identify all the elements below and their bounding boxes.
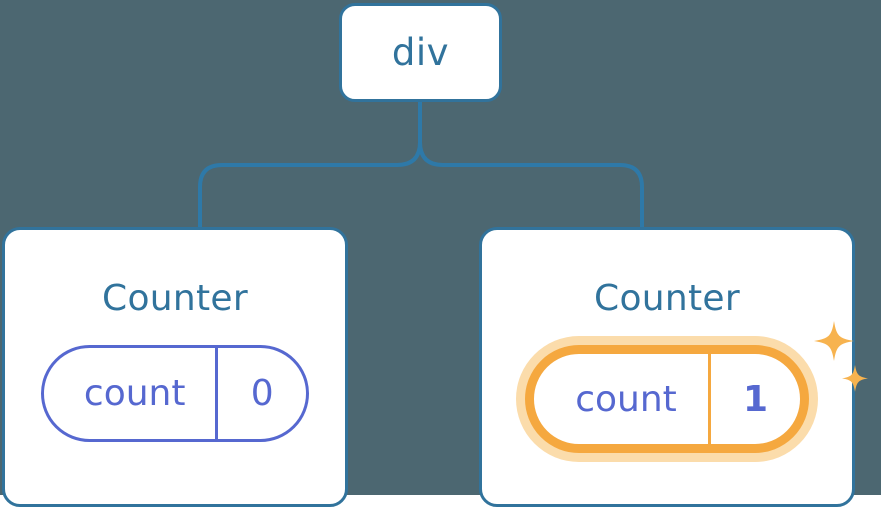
state-pill-right[interactable]: count 1 [525, 345, 809, 453]
state-value-left: 0 [215, 348, 306, 439]
sparkle-large-icon [814, 321, 854, 361]
state-key-left: count [83, 373, 186, 414]
state-pill-left[interactable]: count 0 [41, 345, 309, 442]
node-div-label: div [391, 31, 450, 74]
node-counter-right[interactable]: Counter count 1 [479, 227, 868, 507]
connector-root-to-left [198, 97, 422, 231]
connector-root-to-right [418, 97, 644, 231]
sparkle-small-icon [842, 365, 868, 392]
state-pill-wrap-left: count 0 [41, 345, 309, 442]
sparkle-group [814, 321, 868, 392]
node-counter-left[interactable]: Counter count 0 [2, 227, 348, 507]
node-counter-right-label: Counter [594, 278, 740, 319]
state-key-right: count [575, 378, 677, 420]
state-value-right: 1 [708, 354, 800, 444]
node-div[interactable]: div [339, 3, 502, 102]
state-pill-wrap-right: count 1 [525, 321, 868, 453]
node-counter-left-label: Counter [102, 278, 248, 319]
